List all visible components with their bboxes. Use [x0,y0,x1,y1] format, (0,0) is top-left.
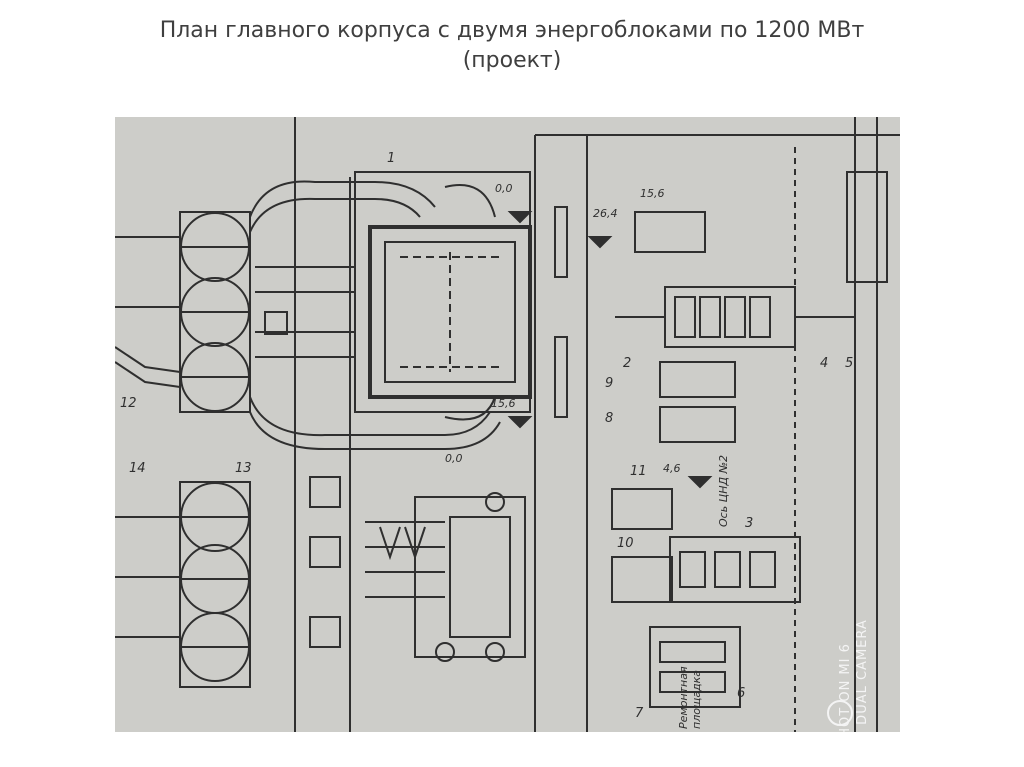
plan-label-11: 11 [630,464,647,479]
plan-label-12: 12 [120,396,137,411]
plan-photo: 1 2 3 4 5 6 7 8 9 10 11 12 13 14 0,0 26,… [115,117,900,732]
elevation-2: 26,4 [593,207,618,220]
watermark-circle-icon [827,700,853,726]
repair-label-line2: площадка [690,670,703,729]
slide-title-line2: (проект) [462,48,562,73]
plan-label-5: 5 [845,356,853,371]
plan-label-1: 1 [387,151,395,166]
elevation-5: 0,0 [445,452,463,465]
plan-label-9: 9 [605,376,613,391]
plan-label-8: 8 [605,411,613,426]
plan-label-3: 3 [745,516,753,531]
plan-label-2: 2 [623,356,631,371]
plan-drawing: 1 2 3 4 5 6 7 8 9 10 11 12 13 14 0,0 26,… [115,117,900,732]
plan-label-14: 14 [129,461,146,476]
plan-label-4: 4 [820,356,828,371]
plan-label-6: 6 [737,686,745,701]
axis-label: Ось ЦНД №2 [717,455,730,527]
watermark-line2: MI DUAL CAMERA [855,619,870,732]
elevation-6: 4,6 [663,462,681,475]
repair-label-line1: Ремонтная [677,666,690,729]
plan-label-10: 10 [617,536,634,551]
slide-title-line1: План главного корпуса с двумя энергоблок… [159,18,865,43]
elevation-3: 15,6 [640,187,665,200]
plan-label-13: 13 [235,461,252,476]
plan-label-7: 7 [635,706,644,721]
elevation-4: 15,6 [491,397,516,410]
elevation-1: 0,0 [495,182,513,195]
slide-title: План главного корпуса с двумя энергоблок… [0,16,1024,76]
